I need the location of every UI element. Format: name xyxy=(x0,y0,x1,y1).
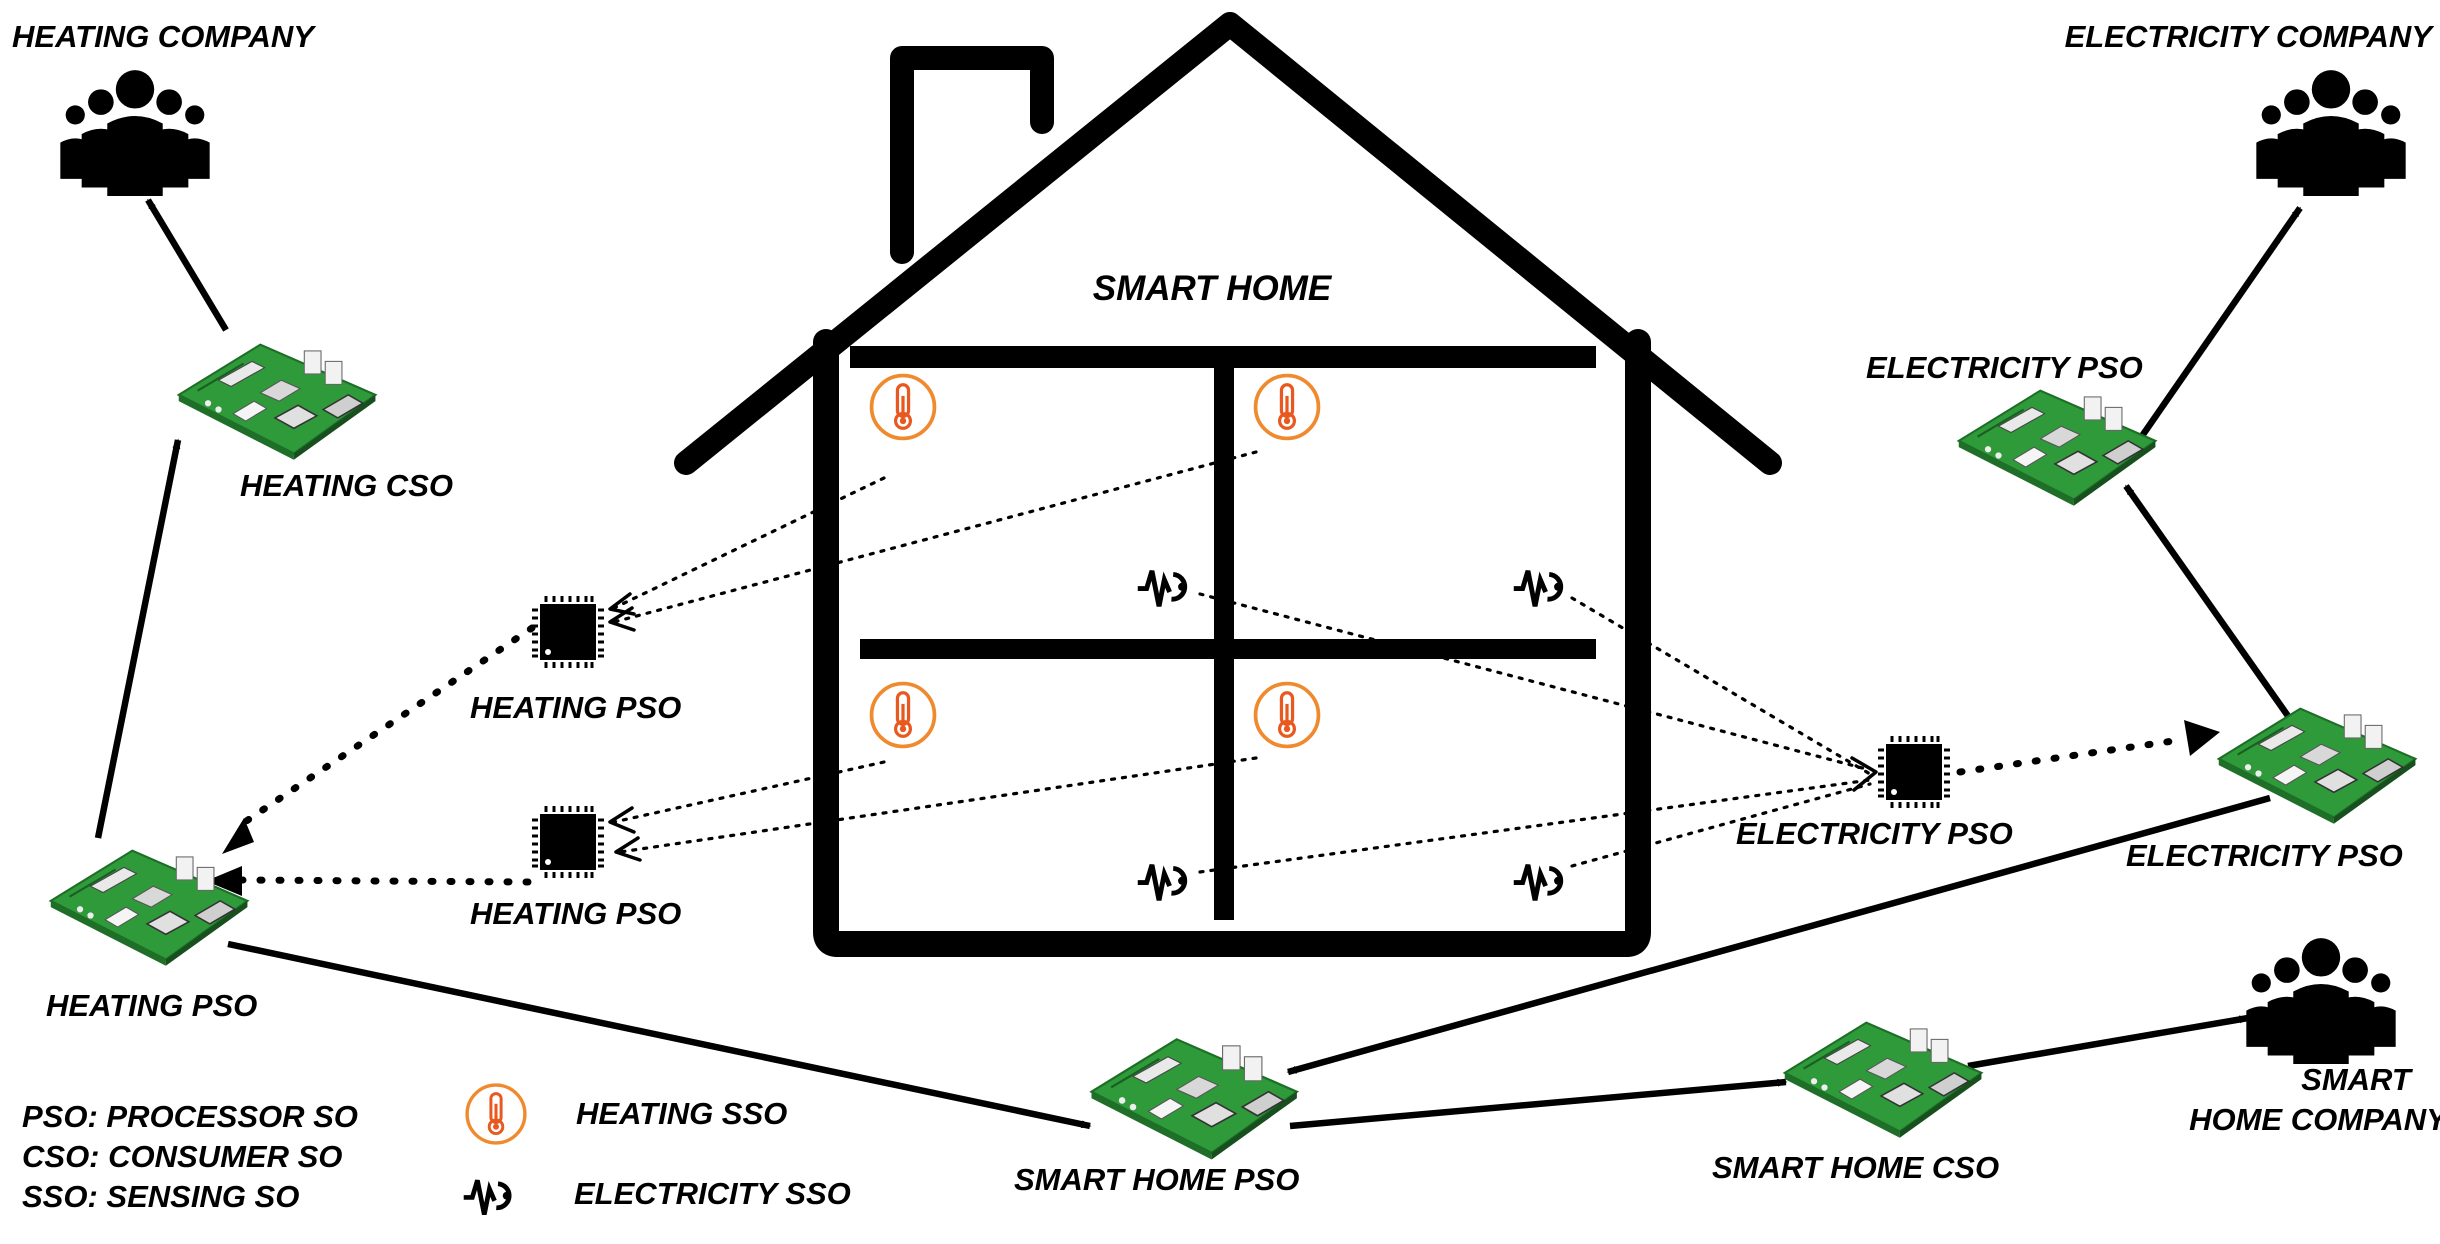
arrowhead-open xyxy=(1850,756,1878,792)
thermometer-icon xyxy=(869,681,937,749)
legend: PSO: PROCESSOR SO CSO: CONSUMER SO SSO: … xyxy=(22,1083,851,1214)
arrowhead xyxy=(222,818,254,854)
electricity-pso-microchip-icon xyxy=(1876,734,1952,810)
link-electricity-pso-chip-to-board xyxy=(1956,736,2184,776)
arrowhead-open xyxy=(608,806,636,834)
arrow-heating-pso-to-smart-home-pso xyxy=(227,940,1092,1130)
heating-pso-microchip-icon xyxy=(530,804,606,880)
thermometer-icon xyxy=(1253,681,1321,749)
electricity-meter-icon xyxy=(1138,571,1186,606)
legend-electricity-meter-icon xyxy=(464,1180,511,1214)
arrow-electricity-pso-to-company xyxy=(2139,206,2303,438)
smart-home-pso-label: SMART HOME PSO xyxy=(1014,1162,1299,1197)
electricity-pso-chip-label: ELECTRICITY PSO xyxy=(1736,816,2013,851)
heating-pso-chip-2-label: HEATING PSO xyxy=(470,896,681,931)
smart-home-company-label-line2: HOME COMPANY xyxy=(2189,1102,2440,1137)
smart-home-cso-label: SMART HOME CSO xyxy=(1712,1150,1999,1185)
electricity-pso-board-label: ELECTRICITY PSO xyxy=(2126,838,2403,873)
sensing-links xyxy=(608,450,1878,874)
electricity-company-people-group-icon xyxy=(2256,70,2406,196)
arrow-electricity-pso-to-smart-home-pso xyxy=(1286,794,2271,1076)
legend-heating-sso: HEATING SSO xyxy=(576,1096,787,1131)
legend-cso: CSO: CONSUMER SO xyxy=(22,1139,342,1174)
legend-thermometer-icon xyxy=(465,1083,527,1145)
arrow-heating-cso-to-company xyxy=(145,198,229,332)
heating-pso-chip-1-label: HEATING PSO xyxy=(470,690,681,725)
electricity-company-label: ELECTRICITY COMPANY xyxy=(2065,19,2436,54)
link-electricity-sso-to-pso xyxy=(1198,778,1872,874)
arrowhead xyxy=(206,866,242,896)
arrow-smart-home-pso-to-cso xyxy=(1289,1078,1788,1130)
link-heating-sso-to-pso xyxy=(612,450,1258,624)
heating-pso-microchip-icon xyxy=(530,594,606,670)
link-heating-pso-chip-to-board xyxy=(234,876,532,886)
electricity-pso-top-label: ELECTRICITY PSO xyxy=(1866,350,2143,385)
arrow-smart-home-cso-to-company xyxy=(1967,1014,2250,1070)
thermometer-icon xyxy=(869,373,937,441)
link-heating-sso-to-pso xyxy=(618,756,1258,854)
electricity-meter-icon xyxy=(1514,571,1562,606)
heating-pso-circuit-board-icon xyxy=(49,849,249,967)
legend-sso: SSO: SENSING SO xyxy=(22,1179,299,1214)
house-roof xyxy=(674,12,1782,475)
pso-links xyxy=(206,624,2220,896)
house: SMART HOME xyxy=(674,12,1782,957)
heating-cso-label: HEATING CSO xyxy=(240,468,453,503)
heating-cso-circuit-board-icon xyxy=(177,343,377,461)
smart-home-cso-circuit-board-icon xyxy=(1783,1021,1983,1139)
house-chimney xyxy=(890,46,1054,264)
thermometer-icon xyxy=(1253,373,1321,441)
link-heating-pso-chip-to-board xyxy=(232,624,536,832)
link-heating-sso-to-pso xyxy=(612,476,886,610)
link-electricity-sso-to-pso xyxy=(1570,596,1872,776)
heating-pso-label: HEATING PSO xyxy=(46,988,257,1023)
heating-company-people-group-icon xyxy=(60,70,210,196)
link-heating-sso-to-pso xyxy=(612,760,886,824)
smart-home-company-label-line1: SMART xyxy=(2301,1062,2414,1097)
house-walls xyxy=(813,329,1651,957)
electricity-meter-icon xyxy=(1138,865,1186,900)
legend-electricity-sso: ELECTRICITY SSO xyxy=(574,1176,851,1211)
arrowhead-open xyxy=(608,606,636,632)
smart-home-company-people-group-icon xyxy=(2246,938,2396,1064)
electricity-meter-icon xyxy=(1514,865,1562,900)
link-electricity-sso-to-pso xyxy=(1570,782,1872,868)
arrow-electricity-pso-to-top-pso xyxy=(2123,484,2291,718)
arrowhead xyxy=(2184,720,2220,756)
flow-arrows xyxy=(94,198,2303,1130)
page-title: SMART HOME xyxy=(1093,269,1333,308)
heating-company-label: HEATING COMPANY xyxy=(12,19,317,54)
arrowhead-open xyxy=(614,836,642,862)
smart-home-pso-circuit-board-icon xyxy=(1090,1038,1298,1161)
legend-pso: PSO: PROCESSOR SO xyxy=(22,1099,358,1134)
arrow-heating-pso-to-cso xyxy=(94,438,182,839)
